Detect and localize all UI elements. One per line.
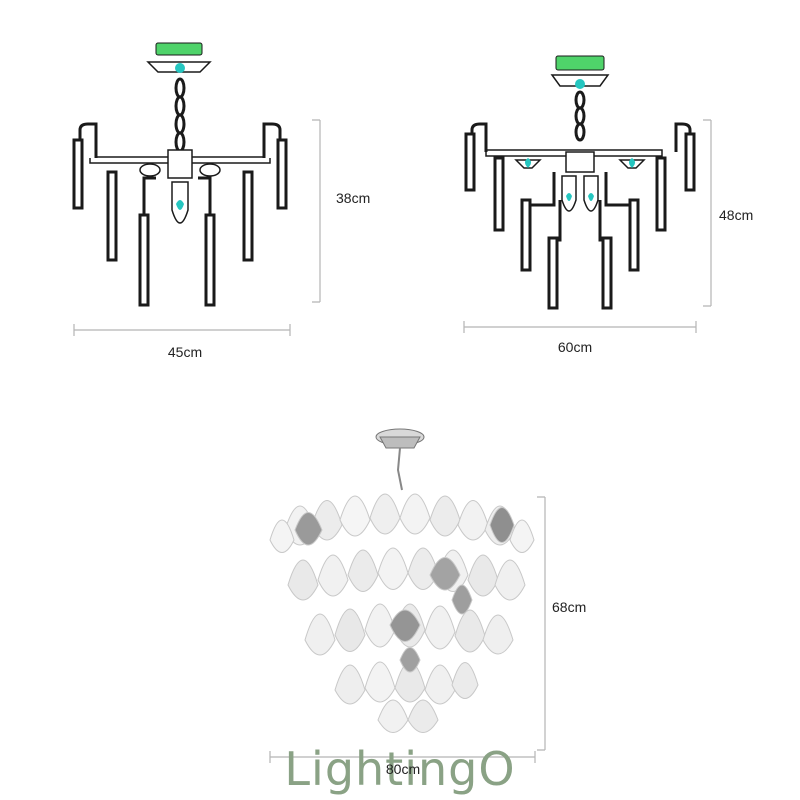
chandelier-medium-dimension-lines — [463, 119, 712, 333]
chandelier-large-width-label: 80cm — [386, 761, 420, 777]
chandelier-small-dimension-lines — [73, 119, 321, 336]
chandelier-small-width-label: 45cm — [168, 344, 202, 360]
chandelier-small-drawing — [72, 42, 288, 307]
chandelier-medium-width-label: 60cm — [558, 339, 592, 355]
chandelier-large-dimension-lines — [269, 496, 546, 763]
chandelier-small-height-label: 38cm — [336, 190, 370, 206]
chandelier-large-height-label: 68cm — [552, 599, 586, 615]
chandelier-medium-height-label: 48cm — [719, 207, 753, 223]
lightingo-logo: LightingO — [284, 742, 515, 796]
chandelier-large-drawing — [269, 428, 535, 733]
chandelier-medium-drawing — [464, 55, 696, 310]
